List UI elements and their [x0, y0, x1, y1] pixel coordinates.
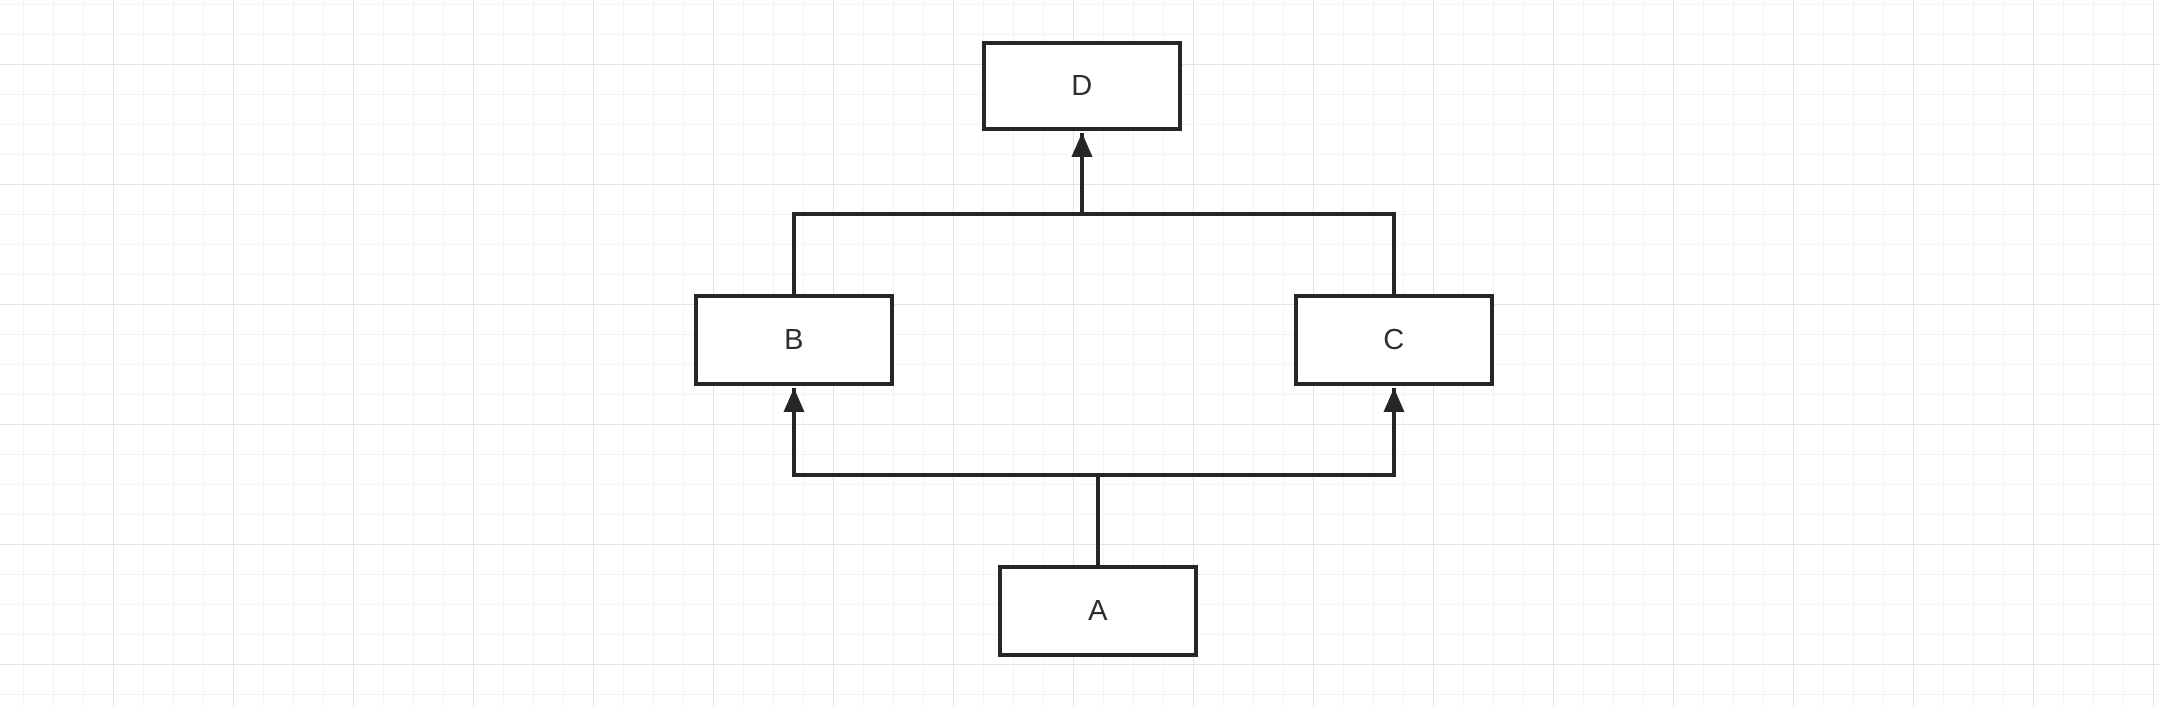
diagram-node-a[interactable]: A: [998, 565, 1198, 657]
edge-a-to-b[interactable]: [783, 388, 1100, 565]
diagram-node-c[interactable]: C: [1294, 294, 1494, 386]
node-label: D: [1071, 69, 1093, 102]
diagram-node-d[interactable]: D: [982, 41, 1182, 131]
node-label: B: [784, 323, 804, 356]
edge-a-to-c[interactable]: [1096, 388, 1405, 565]
edge-c-to-d[interactable]: [1071, 133, 1396, 294]
edge-b-to-d[interactable]: [792, 133, 1093, 294]
node-label: A: [1088, 594, 1108, 627]
diagram-node-b[interactable]: B: [694, 294, 894, 386]
node-label: C: [1383, 323, 1405, 356]
